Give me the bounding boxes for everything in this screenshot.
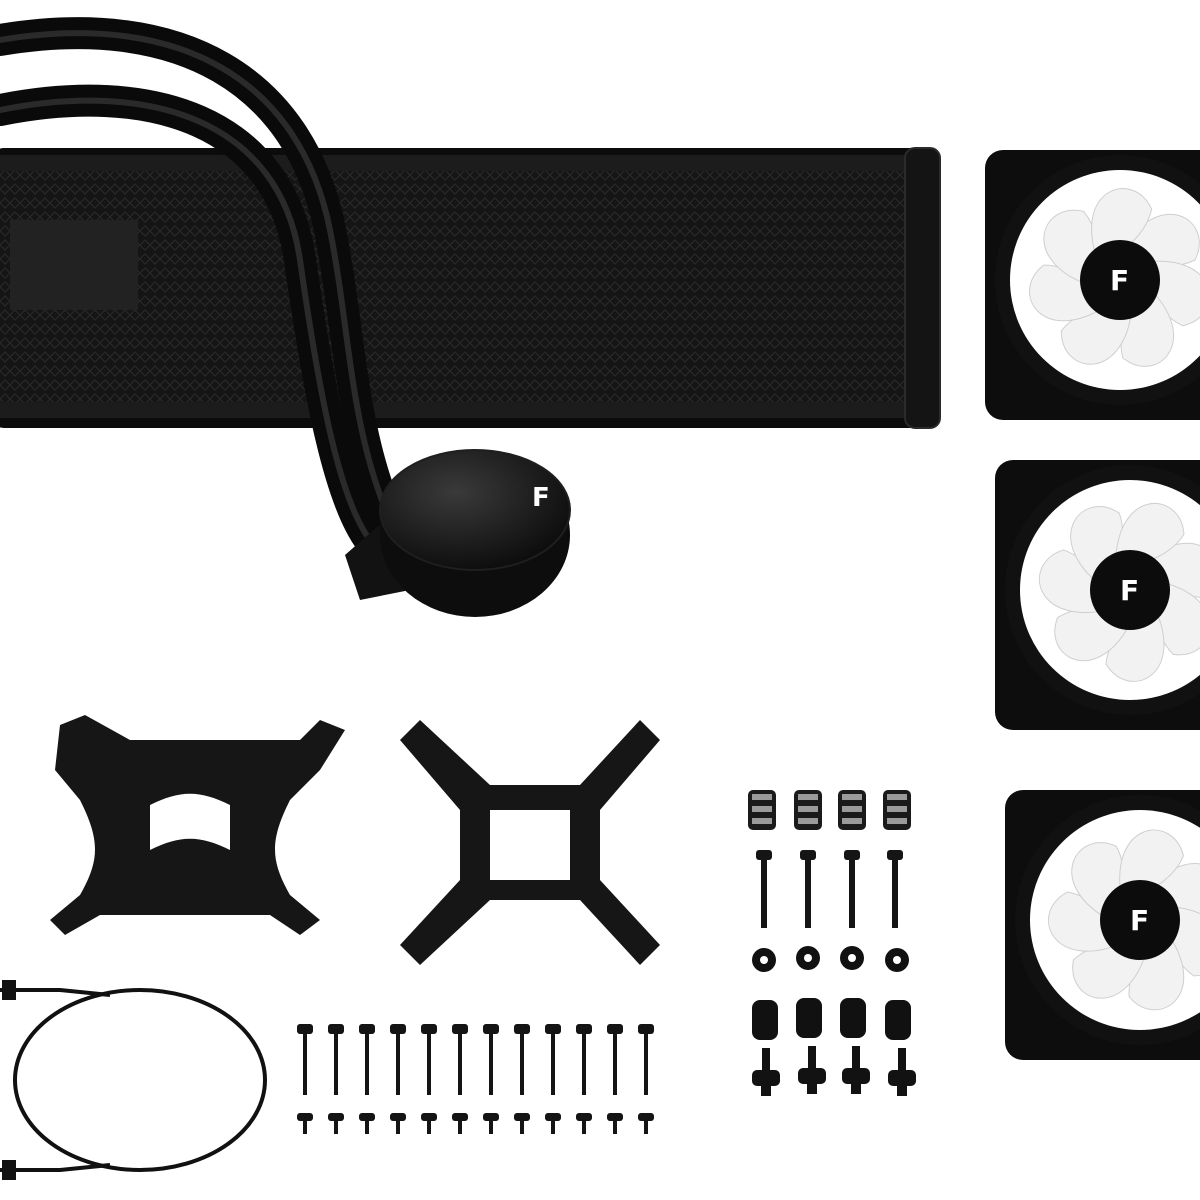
radiator (0, 147, 941, 429)
pump-block: F (345, 449, 571, 617)
spring-screws (748, 790, 911, 830)
coolant-tubes (0, 17, 406, 556)
fan-cable (0, 980, 267, 1180)
radiator-label-plate (10, 220, 138, 310)
fan-1: F (985, 150, 1200, 420)
pump-logo-icon: F (532, 483, 550, 513)
thumb-screws (752, 1046, 916, 1096)
amd-bracket (50, 715, 345, 935)
long-fan-screws (297, 1024, 654, 1095)
long-standoff-pins (756, 850, 903, 928)
fan-2: F (995, 460, 1200, 730)
intel-backplate (400, 720, 660, 965)
fan-logo-icon: F (1110, 264, 1129, 297)
washers (752, 946, 909, 972)
spacers (752, 998, 911, 1040)
fan-logo-icon: F (1130, 904, 1149, 937)
fan-3: F (1005, 790, 1200, 1060)
short-fan-screws (297, 1113, 654, 1134)
fan-logo-icon: F (1120, 574, 1139, 607)
